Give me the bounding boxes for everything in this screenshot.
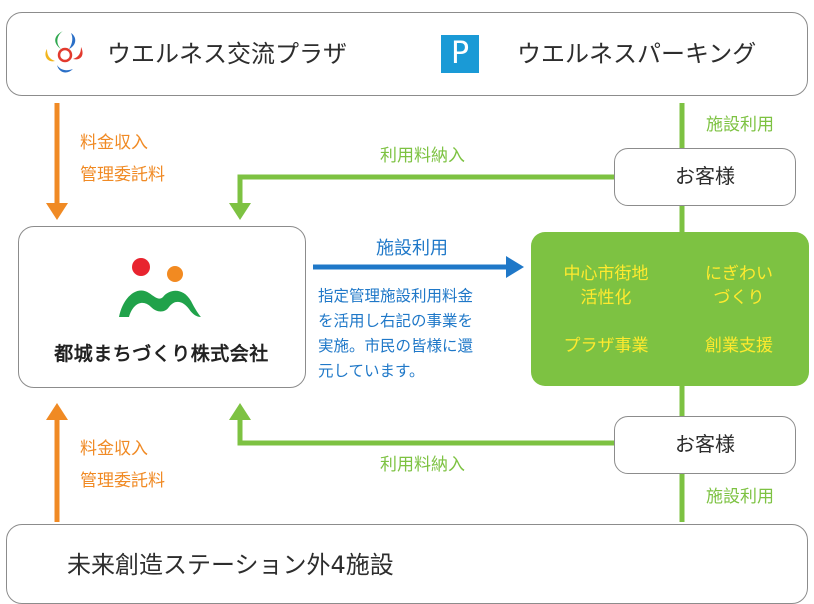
customer-label: お客様	[675, 164, 735, 188]
green-fee-arrow-top	[229, 174, 614, 220]
customer-box-top: お客様	[614, 148, 796, 206]
plaza-logo-icon	[45, 31, 83, 73]
description-line: 指定管理施設利用料金	[318, 287, 474, 305]
project-line: プラザ事業	[563, 336, 649, 356]
company-name: 都城まちづくり株式会社	[54, 343, 269, 365]
customer-label: お客様	[675, 432, 735, 456]
management-fee-label: 管理委託料	[80, 471, 165, 491]
management-fee-label: 管理委託料	[80, 165, 165, 185]
green-fee-arrow-bottom	[229, 403, 614, 446]
bottom-facility-box: 未来創造ステーション外4施設	[6, 524, 808, 604]
facility-use-label-bottom: 施設利用	[706, 487, 774, 507]
blue-arrow-right	[313, 256, 524, 278]
parking-badge-letter: P	[450, 36, 470, 71]
parking-badge: P	[441, 35, 479, 73]
revenue-label: 料金収入	[80, 133, 148, 153]
description-line: 実施。市民の皆様に還	[318, 337, 474, 355]
project-line: 活性化	[580, 288, 632, 308]
fee-payment-label-top: 利用料納入	[380, 146, 465, 166]
project-line: 創業支援	[705, 336, 773, 356]
orange-arrow-down	[46, 103, 68, 220]
revenue-label: 料金収入	[80, 439, 148, 459]
orange-label-top: 料金収入 管理委託料	[80, 130, 165, 188]
orange-label-bottom: 料金収入 管理委託料	[80, 436, 165, 494]
top-facility-box: ウエルネス交流プラザ P ウエルネスパーキング	[6, 12, 808, 96]
company-logo-icon	[119, 258, 201, 317]
project-line: づくり	[713, 288, 765, 308]
customer-box-bottom: お客様	[614, 416, 796, 474]
company-box: 都城まちづくり株式会社	[18, 226, 306, 388]
plaza-name: ウエルネス交流プラザ	[107, 40, 347, 68]
project-bustle-creation: にぎわい づくり	[681, 262, 797, 310]
parking-name: ウエルネスパーキング	[517, 40, 757, 68]
projects-box: 中心市街地 活性化 にぎわい づくり プラザ事業 創業支援	[531, 232, 809, 386]
bottom-facility-name: 未来創造ステーション外4施設	[67, 551, 394, 579]
project-startup-support: 創業支援	[681, 334, 797, 358]
facility-use-blue-label: 施設利用	[376, 238, 448, 259]
business-description: 指定管理施設利用料金 を活用し右記の事業を 実施。市民の皆様に還 元しています。	[318, 284, 473, 384]
orange-arrow-up	[46, 403, 68, 522]
project-downtown-revitalization: 中心市街地 活性化	[545, 262, 667, 310]
description-line: 元しています。	[318, 362, 425, 380]
project-line: にぎわい	[705, 264, 773, 284]
project-plaza-business: プラザ事業	[545, 334, 667, 358]
facility-use-label-top: 施設利用	[706, 115, 774, 135]
project-line: 中心市街地	[563, 264, 649, 284]
description-line: を活用し右記の事業を	[318, 312, 474, 330]
fee-payment-label-bottom: 利用料納入	[380, 455, 465, 475]
